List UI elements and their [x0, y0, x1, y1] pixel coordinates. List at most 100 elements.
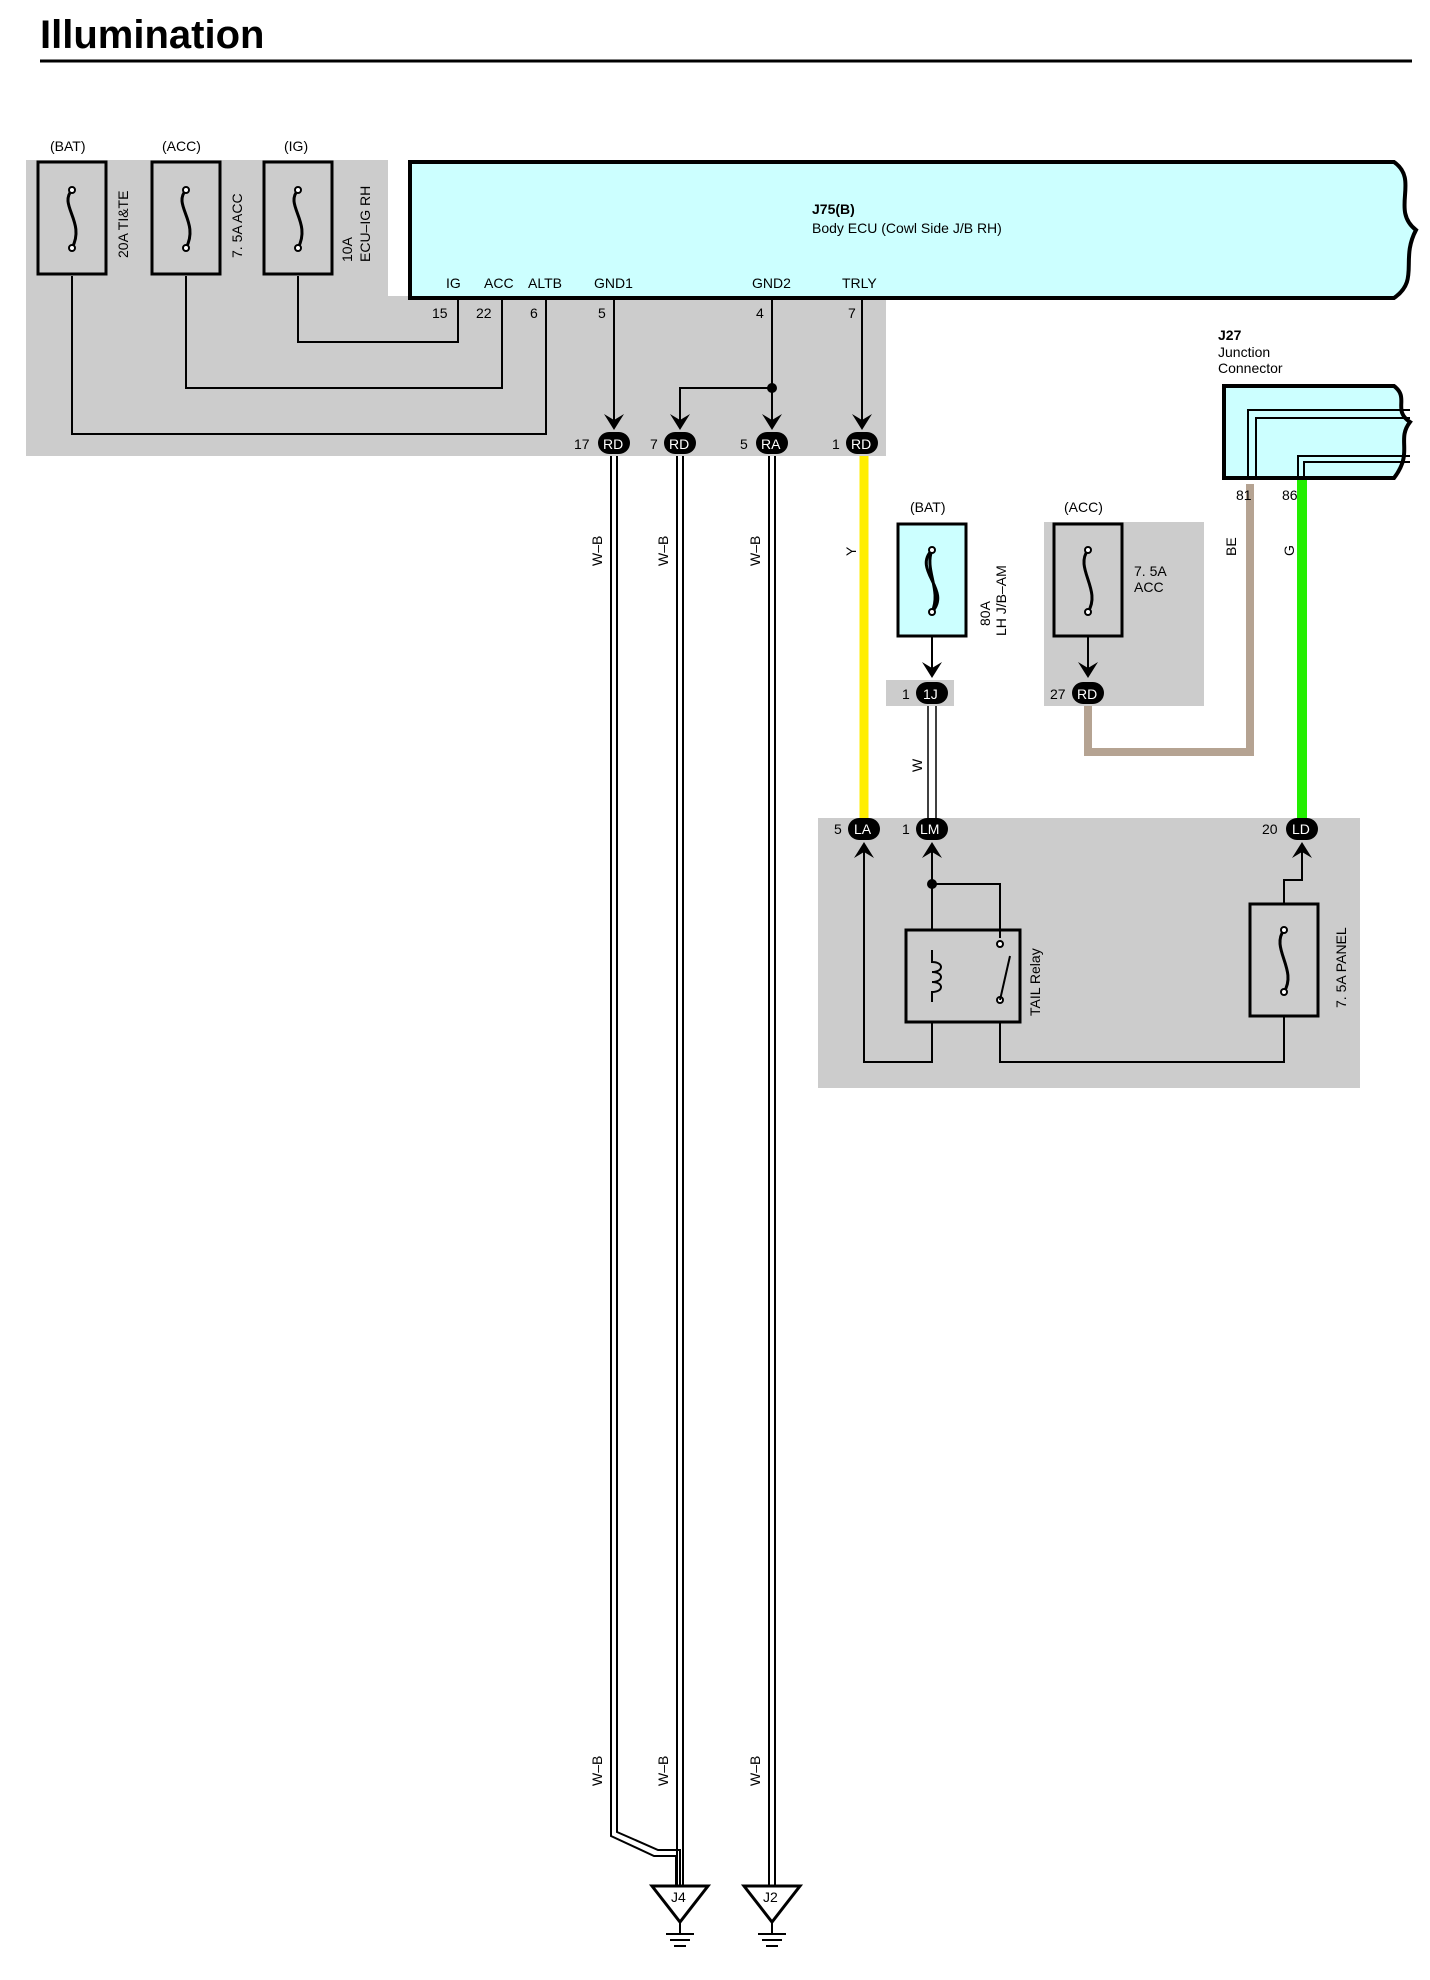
shaded-regions — [26, 160, 1360, 1088]
splice-point — [767, 383, 777, 393]
svg-text:RD: RD — [603, 436, 623, 452]
cowl-jb-shade-lower — [26, 296, 886, 456]
wb-labels: W–B W–B W–B W–B W–B W–B — [589, 536, 763, 1786]
ecu-code: J75(B) — [812, 201, 855, 217]
lh-jb-connectors: 5 LA 1 LM 20 LD — [834, 818, 1318, 840]
ground-j2: J2 — [740, 1884, 804, 1947]
fuse-icon — [292, 188, 304, 249]
tail-relay: TAIL Relay — [904, 852, 1043, 1024]
svg-text:W–B: W–B — [589, 1756, 605, 1786]
relay-switch-icon — [999, 955, 1011, 1001]
svg-text:81: 81 — [1236, 487, 1252, 503]
fuse-icon — [180, 188, 192, 249]
ground-wires — [610, 456, 776, 1885]
terminal-acc: ACC — [484, 275, 514, 291]
connector-arrows — [604, 414, 872, 430]
svg-text:1J: 1J — [923, 686, 938, 702]
svg-text:1: 1 — [832, 436, 840, 452]
terminal-ig: IG — [446, 275, 461, 291]
svg-text:Junction: Junction — [1218, 344, 1270, 360]
svg-text:86: 86 — [1282, 487, 1298, 503]
svg-text:J4: J4 — [671, 1889, 686, 1905]
svg-text:7: 7 — [650, 436, 658, 452]
svg-text:17: 17 — [574, 436, 590, 452]
svg-text:W–B: W–B — [747, 536, 763, 566]
fuse-acc-7-5a: (ACC) 7. 5A ACC 27 RD — [1050, 499, 1167, 704]
svg-text:W–B: W–B — [655, 536, 671, 566]
fuse-rating-label: 7. 5A ACC — [229, 193, 245, 258]
svg-text:LM: LM — [920, 821, 939, 837]
svg-text:LD: LD — [1292, 821, 1310, 837]
svg-text:ACC: ACC — [1134, 579, 1164, 595]
svg-text:7. 5A: 7. 5A — [1134, 563, 1167, 579]
fuse-rating-label: ECU–IG RH — [357, 186, 373, 262]
wire-label-be: BE — [1223, 537, 1239, 556]
fuse-icon — [66, 188, 78, 249]
fuse-source-label: (BAT) — [50, 138, 86, 154]
svg-text:7: 7 — [848, 305, 856, 321]
svg-text:RD: RD — [669, 436, 689, 452]
svg-text:RD: RD — [1077, 686, 1097, 702]
wire-label-y: Y — [843, 546, 859, 556]
relay-coil-icon — [931, 950, 942, 1002]
junction-connector: J27 Junction Connector 81 86 — [1218, 327, 1413, 503]
svg-text:1: 1 — [902, 821, 910, 837]
fuse-80a: (BAT) 80A LH J/B–AM 1 1J — [896, 499, 1009, 704]
svg-text:80A: 80A — [977, 600, 993, 626]
fuse-ig: (IG) 10A ECU–IG RH — [262, 138, 373, 276]
svg-text:1: 1 — [902, 686, 910, 702]
svg-text:5: 5 — [740, 436, 748, 452]
svg-text:20: 20 — [1262, 821, 1278, 837]
fuse-acc: (ACC) 7. 5A ACC — [150, 138, 245, 276]
svg-text:(BAT): (BAT) — [910, 499, 946, 515]
wire-beige — [1084, 484, 1254, 756]
svg-text:22: 22 — [476, 305, 492, 321]
lh-jb-shade — [818, 818, 1360, 1088]
body-ecu: J75(B) Body ECU (Cowl Side J/B RH) IG AC… — [408, 160, 1419, 300]
svg-text:27: 27 — [1050, 686, 1066, 702]
wire-label-g: G — [1281, 545, 1297, 556]
fuse-icon — [1082, 549, 1094, 613]
fuse-icon — [924, 548, 940, 614]
svg-text:TAIL Relay: TAIL Relay — [1027, 948, 1043, 1016]
wire-white — [927, 706, 937, 818]
acc-fuse-shade — [1044, 522, 1204, 706]
svg-text:W–B: W–B — [655, 1756, 671, 1786]
svg-text:6: 6 — [530, 305, 538, 321]
svg-text:15: 15 — [432, 305, 448, 321]
svg-text:LA: LA — [854, 821, 872, 837]
fuse-rating-label: 10A — [339, 236, 355, 262]
cowl-wires — [71, 276, 863, 435]
svg-text:Connector: Connector — [1218, 360, 1283, 376]
terminal-gnd1: GND1 — [594, 275, 633, 291]
page-title: Illumination — [40, 13, 264, 57]
svg-text:RD: RD — [851, 436, 871, 452]
fuse-panel: 7. 5A PANEL — [1248, 902, 1349, 1018]
svg-text:J2: J2 — [763, 1889, 778, 1905]
svg-text:W–B: W–B — [747, 1756, 763, 1786]
lh-jb-arrows — [854, 842, 1312, 858]
fuse-icon — [1278, 929, 1290, 993]
svg-text:J27: J27 — [1218, 327, 1242, 343]
svg-text:(ACC): (ACC) — [1064, 499, 1103, 515]
fuse-source-label: (ACC) — [162, 138, 201, 154]
ground-j4: J4 — [648, 1884, 712, 1947]
fuse-source-label: (IG) — [284, 138, 308, 154]
svg-text:LH J/B–AM: LH J/B–AM — [993, 565, 1009, 636]
fuse-bat-ti-te: (BAT) 20A TI&TE — [36, 138, 131, 276]
terminal-trly: TRLY — [842, 275, 877, 291]
svg-text:W–B: W–B — [589, 536, 605, 566]
lh-jb-wires — [863, 852, 1303, 1063]
terminal-gnd2: GND2 — [752, 275, 791, 291]
ecu-name: Body ECU (Cowl Side J/B RH) — [812, 220, 1002, 236]
svg-text:7. 5A PANEL: 7. 5A PANEL — [1333, 927, 1349, 1008]
ecu-pin-numbers: 15 22 6 5 4 7 — [432, 305, 856, 321]
ecu-connectors: 17 RD 7 RD 5 RA 1 RD — [574, 432, 878, 454]
svg-text:5: 5 — [598, 305, 606, 321]
svg-text:4: 4 — [756, 305, 764, 321]
ground-icon — [648, 1884, 712, 1925]
fuse-rating-label: 20A TI&TE — [115, 191, 131, 258]
svg-text:RA: RA — [761, 436, 781, 452]
wire-label-w: W — [909, 758, 925, 772]
